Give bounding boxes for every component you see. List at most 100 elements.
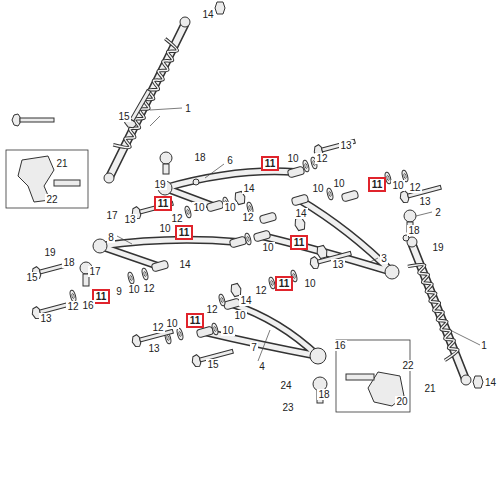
callout-number: 13 [418, 196, 431, 207]
callout-number: 14 [239, 295, 252, 306]
part-shape [408, 265, 458, 361]
callout-number: 10 [223, 202, 236, 213]
ball-joint [80, 152, 416, 403]
callout-number: 10 [311, 183, 324, 194]
callout-number: 12 [241, 212, 254, 223]
callout-box: 11 [175, 225, 194, 240]
callout-number: 21 [423, 383, 436, 394]
part-shape [218, 294, 226, 307]
callout-number: 12 [254, 285, 267, 296]
part-shape [253, 230, 271, 242]
part-shape [100, 240, 238, 266]
callout-number: 9 [115, 286, 123, 297]
callout-number: 14 [178, 259, 191, 270]
callout-number: 10 [165, 318, 178, 329]
part-shape [151, 260, 169, 272]
callout-number: 2 [434, 207, 442, 218]
part-shape [160, 152, 172, 164]
part-shape [287, 166, 305, 178]
part-shape [104, 173, 114, 183]
callout-number: 17 [105, 210, 118, 221]
part-shape [163, 164, 169, 174]
callout-number: 13 [331, 259, 344, 270]
callout-number: 10 [192, 202, 205, 213]
part-shape [316, 245, 329, 259]
leader-line [117, 108, 480, 361]
callout-number: 13 [123, 214, 136, 225]
coil-spring [113, 39, 458, 361]
callout-number: 19 [153, 179, 166, 190]
part-shape [176, 328, 184, 341]
callout-number: 13 [147, 343, 160, 354]
part-shape [205, 304, 318, 356]
callout-number: 16 [333, 340, 346, 351]
part-shape [370, 258, 378, 262]
part-shape [12, 114, 54, 126]
callout-box: 11 [154, 196, 173, 211]
callout-number: 14 [484, 377, 497, 388]
part-shape [211, 323, 219, 336]
callout-box: 11 [275, 276, 294, 291]
callout-number: 15 [117, 111, 130, 122]
callout-number: 24 [279, 380, 292, 391]
part-shape [54, 180, 80, 186]
part-shape [206, 200, 224, 212]
part-shape [205, 304, 318, 356]
part-shape [461, 375, 471, 385]
callout-number: 10 [127, 284, 140, 295]
callout-number: 7 [250, 342, 258, 353]
callout-number: 19 [43, 247, 56, 258]
callout-number: 14 [242, 183, 255, 194]
callout-number: 12 [66, 301, 79, 312]
callout-number: 10 [391, 180, 404, 191]
callout-number: 10 [286, 153, 299, 164]
part-shape [262, 200, 392, 272]
callout-number: 14 [201, 9, 214, 20]
callout-number: 1 [184, 103, 192, 114]
callout-number: 12 [151, 322, 164, 333]
callout-number: 10 [303, 278, 316, 289]
callout-number: 22 [401, 360, 414, 371]
part-shape [215, 2, 225, 14]
part-shape [100, 240, 238, 266]
part-shape [184, 206, 192, 219]
part-shape [294, 217, 307, 231]
callout-number: 11 [190, 315, 201, 326]
part-shape [110, 24, 185, 176]
callout-number: 11 [265, 158, 276, 169]
callout-number: 23 [281, 402, 294, 413]
shock-absorber [104, 17, 190, 183]
part-shape [244, 233, 252, 246]
part-shape [223, 298, 241, 310]
callout-box: 11 [368, 177, 387, 192]
steering-knuckle [6, 150, 410, 412]
part-shape [123, 88, 154, 130]
part-shape [229, 236, 247, 248]
part-shape [150, 108, 182, 110]
part-shape [196, 326, 214, 338]
callout-number: 3 [380, 253, 388, 264]
part-shape [205, 164, 224, 178]
part-shape [259, 212, 277, 224]
callout-number: 11 [372, 179, 383, 190]
callout-number: 18 [62, 257, 75, 268]
callout-number: 22 [45, 194, 58, 205]
callout-number: 1 [480, 340, 488, 351]
part-shape [113, 39, 177, 148]
callout-number: 14 [294, 208, 307, 219]
callout-number: 10 [221, 325, 234, 336]
part-shape [193, 179, 199, 185]
callout-number: 18 [407, 225, 420, 236]
part-shape [326, 188, 334, 201]
part-shape [403, 235, 409, 241]
callout-box: 11 [261, 156, 280, 171]
callout-number: 15 [206, 359, 219, 370]
callout-number: 15 [25, 272, 38, 283]
part-shape [262, 200, 392, 272]
callout-number: 8 [107, 232, 115, 243]
washer [69, 157, 409, 345]
part-shape [310, 348, 326, 364]
